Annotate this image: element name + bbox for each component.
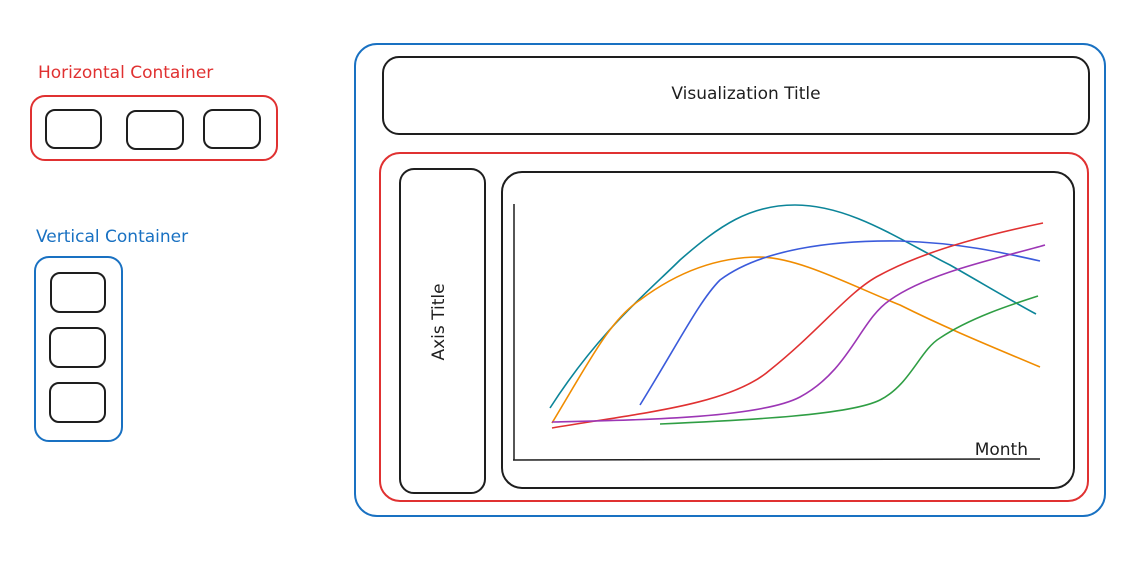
chart-horizontal-container: [379, 152, 1089, 502]
axis-title-box: [399, 168, 486, 494]
axis-title: Axis Title: [429, 283, 449, 360]
vertical-container-example: [34, 256, 123, 442]
series-line-blue: [639, 240, 1041, 406]
x-axis-label: Month: [975, 440, 1028, 460]
x-axis: [512, 458, 1041, 461]
series-line-green: [659, 295, 1039, 425]
horizontal-container-label: Horizontal Container: [38, 63, 213, 83]
visualization-title: Visualization Title: [671, 84, 820, 104]
vertical-item-box: [49, 382, 106, 423]
title-box: [382, 56, 1090, 135]
horizontal-item-box: [126, 110, 184, 150]
series-line-purple: [551, 244, 1046, 423]
visualization-vertical-container: [354, 43, 1106, 517]
horizontal-item-box: [203, 109, 261, 149]
chart-box: [501, 171, 1075, 489]
vertical-item-box: [50, 272, 106, 313]
horizontal-item-box: [45, 109, 102, 149]
vertical-item-box: [49, 327, 106, 368]
series-line-orange: [551, 256, 1041, 424]
series-lines: [549, 204, 1046, 429]
horizontal-container-example: [30, 95, 278, 161]
series-line-red: [551, 222, 1044, 429]
series-line-teal: [549, 204, 1037, 409]
vertical-container-label: Vertical Container: [36, 227, 188, 247]
